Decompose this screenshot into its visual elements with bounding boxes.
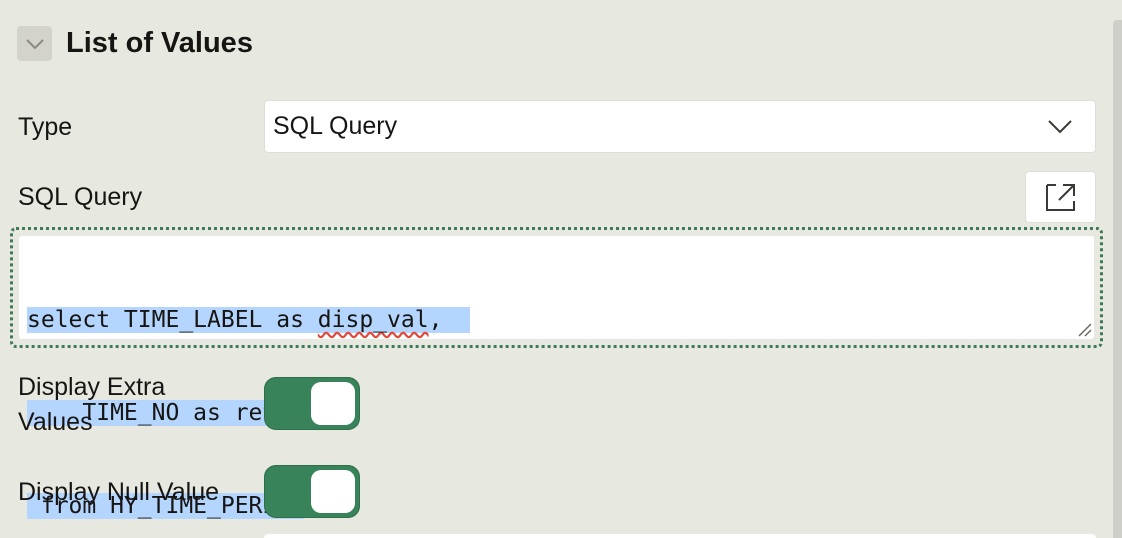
- sql-query-editor-focus-ring: select TIME_LABEL as disp_val, TIME_NO a…: [10, 227, 1103, 519]
- toggle-knob: [311, 382, 355, 425]
- code-line: select TIME_LABEL as disp_val,: [27, 305, 1094, 336]
- display-null-value-toggle[interactable]: [264, 465, 360, 518]
- vertical-scrollbar[interactable]: [1113, 20, 1122, 538]
- code-line: TIME_NO as ret_val: [27, 398, 1094, 429]
- resize-handle-icon[interactable]: [1076, 321, 1092, 337]
- sql-query-textarea[interactable]: select TIME_LABEL as disp_val, TIME_NO a…: [19, 236, 1094, 519]
- type-select[interactable]: SQL Query: [264, 100, 1096, 153]
- chevron-down-icon: [25, 38, 44, 49]
- next-field-input[interactable]: [264, 534, 1096, 538]
- section-title: List of Values: [66, 27, 253, 59]
- type-label: Type: [18, 113, 73, 141]
- collapse-section-button[interactable]: [17, 26, 52, 61]
- sql-query-label: SQL Query: [18, 183, 143, 211]
- section-header: List of Values: [17, 26, 253, 61]
- display-null-value-label: Display Null Value: [18, 478, 220, 506]
- code-text: ,: [428, 307, 471, 333]
- toggle-knob: [311, 470, 355, 513]
- chevron-down-icon: [1048, 120, 1072, 134]
- misspelled-word: disp_val: [317, 307, 429, 333]
- display-extra-values-toggle[interactable]: [264, 377, 360, 430]
- type-select-value: SQL Query: [273, 112, 398, 140]
- expand-code-editor-button[interactable]: [1025, 171, 1096, 223]
- display-extra-values-label-line2: Values: [18, 408, 93, 436]
- display-extra-values-label: Display Extra: [18, 373, 166, 401]
- expand-icon: [1045, 184, 1075, 211]
- code-text: select TIME_LABEL as: [27, 307, 318, 333]
